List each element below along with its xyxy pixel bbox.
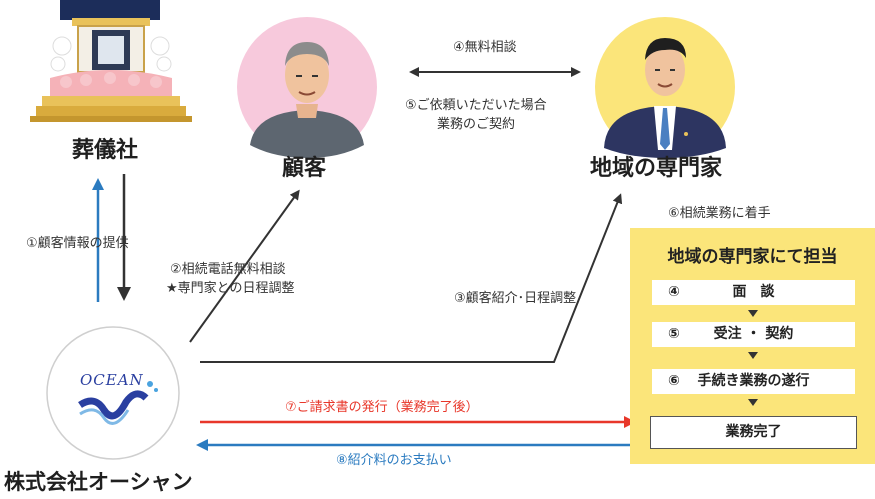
arrow-company-to-expert bbox=[200, 193, 623, 363]
step-complete: 業務完了 bbox=[650, 416, 857, 449]
edge-label-2b: ★専門家との日程調整 bbox=[166, 281, 295, 296]
step-interview: 面 談 ④ bbox=[652, 280, 855, 305]
edge-label-3: ③顧客紹介･日程調整 bbox=[454, 291, 577, 306]
ocean-logo-text: OCEAN bbox=[80, 371, 144, 389]
step-contract: 受注 ・ 契約 ⑤ bbox=[652, 322, 855, 347]
edge-label-7: ⑦ご請求書の発行（業務完了後） bbox=[285, 400, 479, 415]
ocean-logo bbox=[46, 326, 180, 460]
step-number: ⑤ bbox=[668, 326, 680, 342]
step-number: ④ bbox=[668, 284, 680, 300]
customer-label: 顧客 bbox=[282, 156, 327, 181]
step-text: 面 談 bbox=[732, 284, 775, 300]
edge-label-5b: 業務のご契約 bbox=[437, 117, 516, 132]
expert-label: 地域の専門家 bbox=[590, 156, 723, 181]
customer-illustration bbox=[237, 17, 377, 158]
expert-illustration bbox=[595, 17, 735, 158]
step-number: ⑥ bbox=[668, 373, 680, 389]
edge-label-5a: ⑤ご依頼いただいた場合 bbox=[405, 98, 547, 113]
funeral-altar-illustration bbox=[30, 0, 192, 122]
funeral-label: 葬儀社 bbox=[72, 138, 139, 163]
down-triangle-icon bbox=[748, 399, 758, 406]
edge-label-4: ④無料相談 bbox=[453, 40, 517, 55]
arrow-company-to-customer bbox=[189, 189, 300, 343]
edge-label-6: ⑥相続業務に着手 bbox=[668, 206, 771, 221]
down-triangle-icon bbox=[748, 310, 758, 317]
edge-label-2a: ②相続電話無料相談 bbox=[170, 262, 286, 277]
edge-label-1: ①顧客情報の提供 bbox=[26, 236, 129, 251]
step-text: 受注 ・ 契約 bbox=[713, 326, 794, 342]
panel-title: 地域の専門家にて担当 bbox=[667, 247, 838, 267]
edge-label-8: ⑧紹介料のお支払い bbox=[336, 453, 452, 468]
down-triangle-icon bbox=[748, 352, 758, 359]
step-text: 手続き業務の遂行 bbox=[697, 373, 810, 389]
step-procedure: 手続き業務の遂行 ⑥ bbox=[652, 369, 855, 394]
process-panel: 地域の専門家にて担当 面 談 ④ 受注 ・ 契約 ⑤ 手続き業務の遂行 ⑥ 業務… bbox=[630, 228, 875, 464]
company-label: 株式会社オーシャン bbox=[4, 470, 193, 494]
